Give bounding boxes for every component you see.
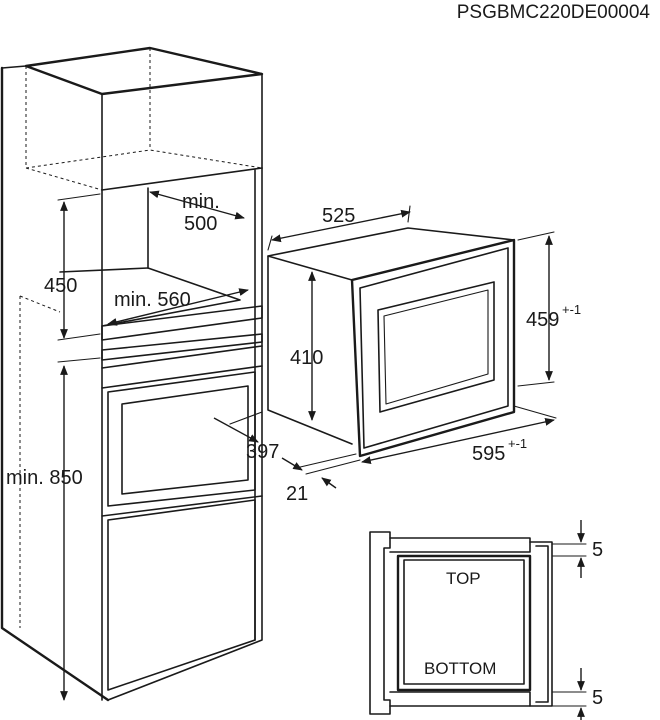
front-width-label: 595	[472, 443, 505, 465]
niche-depth-value-mirror: 500	[184, 213, 217, 235]
front-thickness-label: 21	[286, 483, 308, 505]
appliance-depth-label: 410	[290, 347, 323, 369]
appliance-drawing	[267, 227, 516, 458]
front-width-tolerance: +-1	[508, 436, 527, 451]
appliance-height-tolerance: +-1	[562, 302, 581, 317]
body-depth-label: 397	[246, 441, 279, 463]
document-code: PSGBMC220DE00004	[457, 2, 651, 23]
bottom-gap-label: 5	[592, 687, 603, 709]
top-label: TOP	[446, 569, 481, 588]
top-gap-label: 5	[592, 539, 603, 561]
niche-depth-label: min.	[182, 191, 220, 213]
niche-width-label: min. 560	[114, 289, 191, 311]
side-section-detail	[369, 520, 587, 720]
niche-height-label: 450	[44, 275, 77, 297]
appliance-width-label: 525	[322, 205, 355, 227]
appliance-height-label: 459	[526, 309, 559, 331]
tall-cabinet	[0, 46, 264, 702]
cabinet-dimensions	[57, 190, 249, 701]
bottom-label: BOTTOM	[424, 659, 496, 678]
floor-height-label: min. 850	[6, 467, 83, 489]
appliance-dimensions	[213, 205, 557, 489]
